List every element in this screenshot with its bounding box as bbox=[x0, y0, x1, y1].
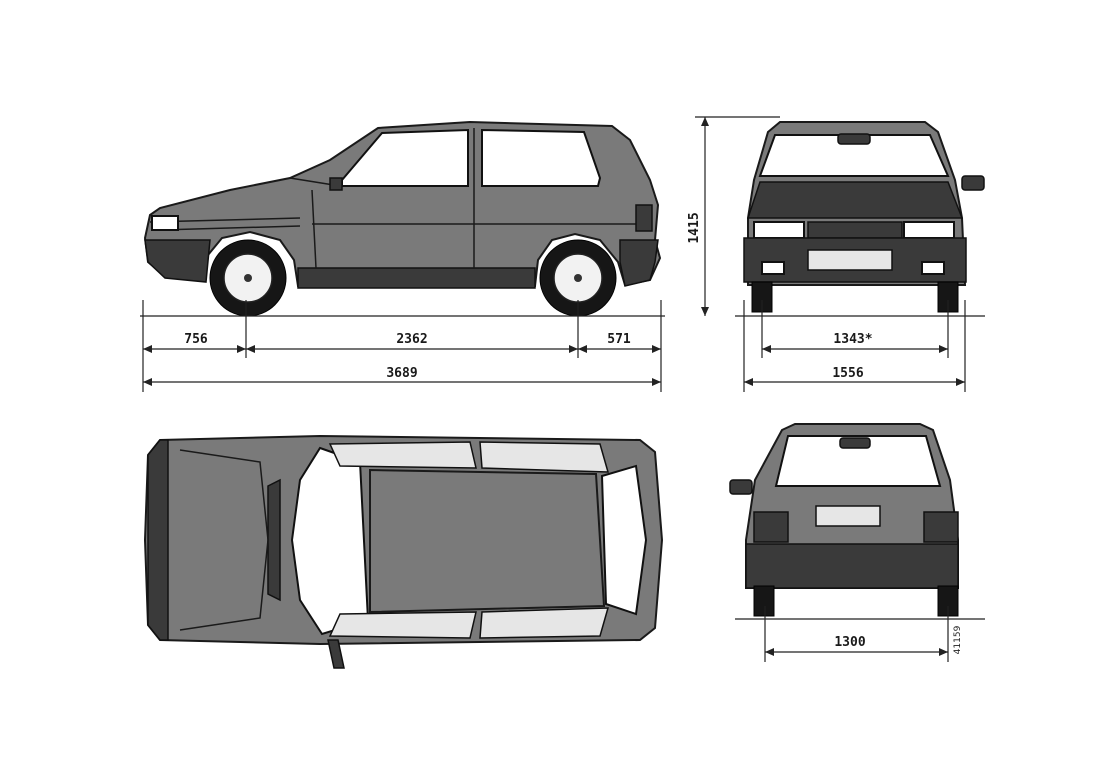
top-mirror bbox=[327, 639, 345, 669]
front-fog-right bbox=[921, 261, 945, 275]
rear-view bbox=[729, 423, 985, 620]
front-hood bbox=[746, 181, 964, 219]
front-side-mirror bbox=[961, 175, 985, 191]
top-windshield bbox=[290, 446, 370, 636]
front-grille bbox=[807, 221, 903, 239]
side-rear-window bbox=[481, 128, 602, 187]
side-sill bbox=[297, 267, 536, 289]
side-mirror bbox=[329, 177, 343, 191]
rear-left-tyre bbox=[753, 585, 775, 617]
front-right-headlight bbox=[903, 221, 955, 239]
front-view bbox=[735, 121, 985, 317]
side-rear-hub bbox=[574, 274, 582, 282]
side-door-lines bbox=[311, 128, 640, 269]
top-right-front-glass bbox=[328, 611, 477, 639]
top-view bbox=[143, 434, 664, 669]
front-track-label: 1343* bbox=[833, 332, 872, 347]
overall-length-label: 3689 bbox=[386, 366, 417, 381]
front-left-headlight bbox=[753, 221, 805, 239]
side-lower-trim bbox=[144, 239, 211, 283]
front-overhang-label: 756 bbox=[184, 332, 208, 347]
top-left-front-glass bbox=[328, 441, 477, 469]
front-fog-left bbox=[761, 261, 785, 275]
front-plate bbox=[807, 249, 893, 271]
rear-track-label: 1300 bbox=[834, 635, 865, 650]
drawing-code: 41159 bbox=[953, 625, 963, 654]
top-wiper-cowl bbox=[267, 478, 281, 602]
rear-side-mirror bbox=[729, 479, 753, 495]
rear-dimensions: 1300 41159 bbox=[764, 606, 963, 662]
front-dimensions: 1415 1343* 1556 bbox=[687, 116, 966, 392]
wheelbase-label: 2362 bbox=[396, 332, 427, 347]
overall-width-label: 1556 bbox=[832, 366, 863, 381]
top-roof bbox=[369, 468, 606, 614]
rear-left-taillight bbox=[753, 511, 789, 543]
side-front-hub bbox=[244, 274, 252, 282]
side-view bbox=[140, 120, 665, 317]
top-right-rear-glass bbox=[479, 607, 610, 639]
top-left-rear-glass bbox=[479, 441, 610, 473]
rear-brake-light bbox=[839, 437, 871, 449]
top-hood-lines bbox=[179, 449, 269, 631]
side-headlight bbox=[151, 215, 179, 231]
front-windshield bbox=[758, 134, 950, 177]
front-mirror-inside bbox=[837, 133, 871, 145]
side-rear-bumper bbox=[619, 239, 659, 287]
side-dimensions: 756 2362 571 3689 bbox=[142, 300, 662, 392]
top-rear-window bbox=[600, 464, 648, 616]
rear-right-taillight bbox=[923, 511, 959, 543]
side-taillight bbox=[635, 204, 653, 232]
rear-bumper bbox=[745, 543, 959, 589]
rear-window bbox=[774, 435, 942, 487]
rear-overhang-label: 571 bbox=[607, 332, 631, 347]
rear-plate bbox=[815, 505, 881, 527]
height-label: 1415 bbox=[687, 212, 702, 243]
top-front-bumper bbox=[147, 439, 169, 641]
